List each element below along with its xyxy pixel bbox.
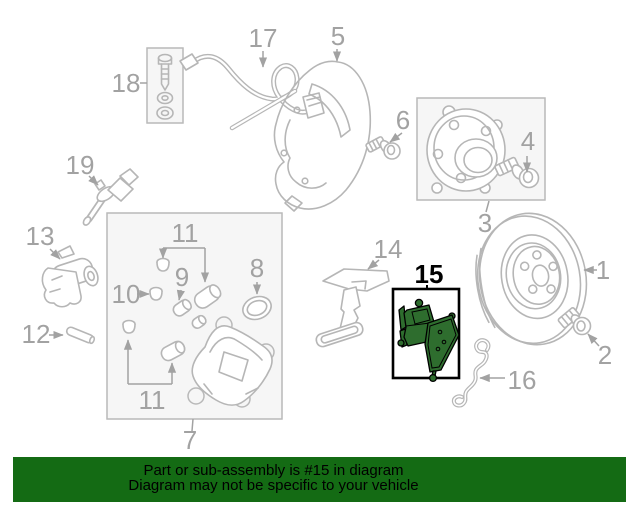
bolt-washer-kit-drawing	[156, 53, 174, 120]
callout-4[interactable]: 4	[521, 126, 535, 156]
wheel-hub-drawing	[426, 105, 506, 194]
callout-1[interactable]: 1	[596, 255, 610, 285]
callout-6[interactable]: 6	[396, 105, 410, 135]
hardware-kit-box	[146, 47, 184, 124]
rotor-screw-drawing	[557, 307, 592, 336]
caliper-bushings-drawing	[122, 257, 170, 334]
callout-5[interactable]: 5	[331, 21, 345, 51]
callout-16[interactable]: 16	[508, 365, 537, 395]
leader-lines	[49, 49, 600, 432]
callout-13[interactable]: 13	[26, 221, 55, 251]
callout-12[interactable]: 12	[22, 319, 51, 349]
caliper-bracket-drawing	[315, 268, 390, 348]
callout-14[interactable]: 14	[374, 234, 403, 264]
callout-15-highlighted[interactable]: 15	[415, 259, 444, 289]
banner-line1: Part or sub-assembly is #15 in diagram	[143, 462, 404, 479]
callout-17[interactable]: 17	[249, 23, 278, 53]
piston-seal-drawing	[242, 295, 272, 321]
hub-bolt-drawing	[494, 156, 540, 189]
callout-2[interactable]: 2	[598, 340, 612, 370]
guide-pin-drawing	[65, 326, 96, 345]
highlight-banner: Part or sub-assembly is #15 in diagram D…	[13, 457, 626, 502]
brake-rotor-drawing	[475, 212, 588, 346]
callout-3[interactable]: 3	[478, 208, 492, 238]
splash-shield-drawing	[273, 60, 372, 212]
brake-actuator-drawing	[41, 245, 99, 308]
caliper-pins-drawing	[160, 284, 222, 362]
callout-7[interactable]: 7	[183, 425, 197, 455]
callout-19[interactable]: 19	[66, 150, 95, 180]
pad-clip-drawing	[451, 338, 491, 408]
brake-hose-drawing	[179, 53, 325, 131]
callout-11-top[interactable]: 11	[172, 218, 199, 248]
caliper-body-drawing	[187, 316, 275, 408]
shield-bolt-drawing	[365, 136, 401, 160]
callout-11-bottom[interactable]: 11	[139, 385, 166, 415]
highlighted-part-box[interactable]	[391, 287, 461, 383]
banner-line2: Diagram may not be specific to your vehi…	[128, 477, 419, 494]
callout-8[interactable]: 8	[250, 253, 264, 283]
callout-9[interactable]: 9	[175, 262, 189, 292]
callout-18[interactable]: 18	[112, 68, 141, 98]
abs-sensor-drawing	[82, 168, 139, 226]
brake-pads-drawing	[397, 298, 460, 383]
callout-10[interactable]: 10	[112, 279, 141, 309]
